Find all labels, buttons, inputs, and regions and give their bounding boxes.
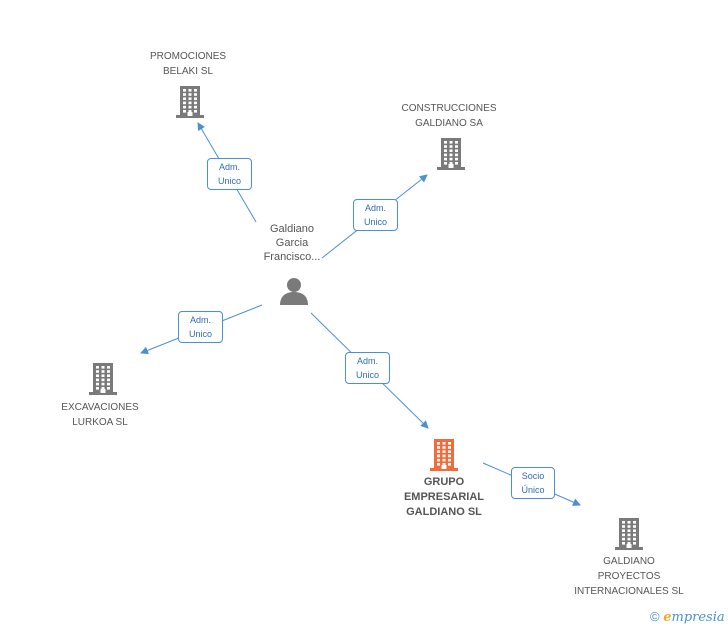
relation-text: Unico — [363, 217, 387, 227]
brand-logo: empresia — [663, 610, 724, 625]
relation-label-excavaciones[interactable]: Adm. Unico — [178, 311, 223, 343]
company-label-line: EXCAVACIONES — [61, 402, 139, 413]
relation-text: Unico — [188, 329, 212, 339]
relation-text: Unico — [217, 176, 241, 186]
company-excavaciones-lurkoa[interactable]: EXCAVACIONES LURKOA SL — [40, 400, 160, 430]
brand-logo-e: e — [663, 610, 672, 625]
company-label-line: PROMOCIONES — [149, 51, 227, 62]
relation-text: Socio — [521, 471, 545, 481]
company-label-line: GALDIANO — [603, 556, 655, 567]
company-grupo-empresarial-galdiano[interactable]: GRUPO EMPRESARIAL GALDIANO SL — [384, 475, 504, 520]
building-icon[interactable] — [174, 84, 206, 118]
relation-text: Adm. — [189, 315, 211, 325]
relation-text: Adm. — [356, 356, 378, 366]
relation-text: Único — [521, 485, 545, 495]
company-label-line: EMPRESARIAL — [403, 491, 485, 503]
relation-text: Adm. — [218, 162, 240, 172]
building-icon[interactable] — [87, 361, 119, 395]
relation-text: Unico — [355, 370, 379, 380]
company-label-line: LURKOA SL — [72, 417, 128, 428]
person-name[interactable]: Galdiano Garcia Francisco... — [244, 222, 340, 264]
company-galdiano-proyectos-internacionales[interactable]: GALDIANO PROYECTOS INTERNACIONALES SL — [566, 554, 692, 599]
relation-label-proyectos[interactable]: Socio Único — [511, 467, 555, 499]
building-icon[interactable] — [435, 136, 467, 170]
main-building-icon[interactable] — [428, 437, 460, 471]
company-label-line: GALDIANO SA — [415, 118, 483, 129]
relation-label-promociones[interactable]: Adm. Unico — [207, 158, 252, 190]
company-label-line: CONSTRUCCIONES — [401, 103, 497, 114]
person-name-line: Galdiano — [269, 223, 315, 235]
copyright-icon: © — [650, 609, 660, 624]
person-name-line: Garcia — [275, 237, 309, 249]
relation-label-construcciones[interactable]: Adm. Unico — [353, 199, 398, 231]
building-icon[interactable] — [613, 516, 645, 550]
company-construcciones-galdiano[interactable]: CONSTRUCCIONES GALDIANO SA — [389, 101, 509, 131]
company-promociones-belaki[interactable]: PROMOCIONES BELAKI SL — [128, 49, 248, 79]
company-label-line: GALDIANO SL — [406, 506, 482, 518]
person-name-line: Francisco... — [263, 251, 321, 263]
company-label-line: BELAKI SL — [162, 66, 214, 77]
company-label-line: PROYECTOS — [597, 571, 661, 582]
company-label-line: GRUPO — [423, 476, 465, 488]
footer-brand[interactable]: © empresia — [650, 609, 725, 625]
company-label-line: INTERNACIONALES SL — [574, 586, 684, 597]
brand-logo-rest: mpresia — [671, 610, 725, 625]
relation-text: Adm. — [364, 203, 386, 213]
person-icon[interactable] — [279, 277, 309, 305]
relation-label-grupo[interactable]: Adm. Unico — [345, 352, 390, 384]
